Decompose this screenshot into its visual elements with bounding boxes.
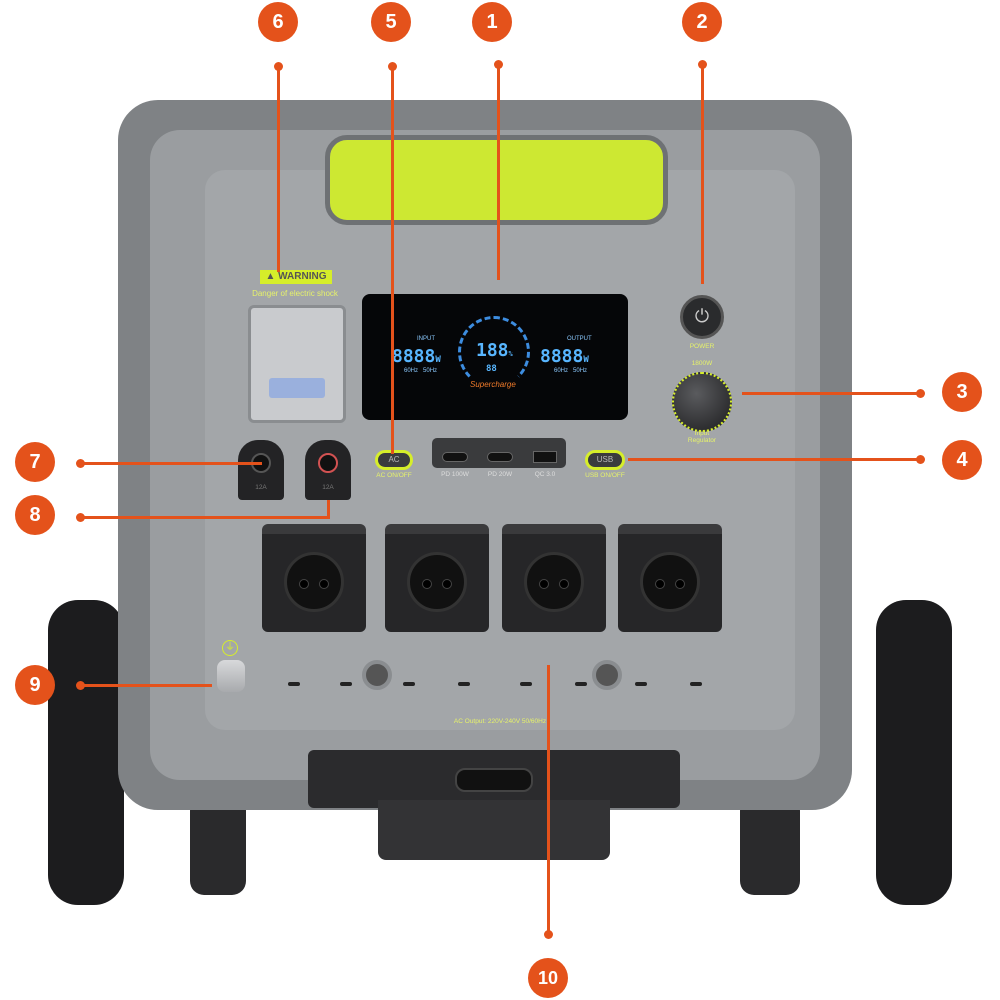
callout-line-6 [277, 66, 280, 272]
callout-4: 4 [942, 440, 982, 480]
right-wheel [876, 600, 952, 905]
connector-label: 12A [255, 484, 267, 491]
left-foot [190, 805, 246, 895]
output-value: 8888W [540, 346, 589, 367]
input-regulator-knob[interactable] [672, 372, 732, 432]
ac-output-spec: AC Output: 220V-240V 50/60Hz [453, 718, 547, 725]
callout-3: 3 [942, 372, 982, 412]
circuit-breaker[interactable] [248, 305, 346, 423]
usb-c-port-pd100[interactable] [442, 452, 468, 462]
mount-screw-left [362, 660, 392, 690]
warning-subtitle: Danger of electric shock [252, 289, 338, 298]
ac-button[interactable]: AC [375, 450, 413, 470]
handle-latch[interactable] [455, 768, 533, 792]
callout-10: 10 [528, 958, 568, 998]
battery-value: 188% [476, 340, 513, 361]
output-freq: 60Hz 50Hz [554, 368, 588, 374]
callout-line-8 [80, 516, 330, 519]
callout-7: 7 [15, 442, 55, 482]
callout-line-4 [628, 458, 920, 461]
callout-line-10 [547, 665, 550, 935]
callout-line-8b [327, 500, 330, 519]
top-handle[interactable] [325, 135, 668, 225]
ac-outlet-3[interactable] [502, 524, 606, 632]
callout-8: 8 [15, 495, 55, 535]
lcd-display: INPUT 8888W 60Hz 50Hz 188% 88 Supercharg… [362, 294, 628, 420]
usb-label: USB ON/OFF [585, 472, 625, 479]
ac-label: AC ON/OFF [376, 472, 412, 479]
callout-line-5 [391, 66, 394, 454]
callout-dot [388, 62, 397, 71]
input-freq: 60Hz 50Hz [404, 368, 438, 374]
battery-ring [458, 316, 530, 388]
vent-slot [340, 682, 352, 686]
vent-slot [520, 682, 532, 686]
callout-dot [76, 513, 85, 522]
callout-dot [698, 60, 707, 69]
callout-dot [544, 930, 553, 939]
callout-1: 1 [472, 2, 512, 42]
warning-title: WARNING [278, 271, 327, 282]
callout-dot [916, 455, 925, 464]
vent-slot [288, 682, 300, 686]
callout-dot [274, 62, 283, 71]
power-icon: ⏻ [694, 306, 710, 326]
bottom-handle-base [378, 800, 610, 860]
power-label: POWER [689, 343, 715, 350]
vent-slot [690, 682, 702, 686]
breaker-switch[interactable] [269, 378, 325, 398]
ground-icon: ⏚ [222, 640, 238, 656]
port-label: QC 3.0 [534, 471, 556, 478]
input-value: 8888W [392, 346, 441, 367]
dc-connector-right[interactable]: 12A [305, 440, 351, 500]
callout-dot [76, 681, 85, 690]
port-label: PD 100W [441, 471, 469, 478]
callout-9: 9 [15, 665, 55, 705]
power-button[interactable]: ⏻ [680, 295, 724, 339]
callout-5: 5 [371, 2, 411, 42]
ac-outlet-1[interactable] [262, 524, 366, 632]
callout-dot [494, 60, 503, 69]
regulator-max-label: 1800W [691, 360, 713, 367]
warning-badge: ▲ WARNING [260, 270, 332, 284]
callout-line-1 [497, 62, 500, 280]
callout-line-7 [80, 462, 262, 465]
dc-connector-left[interactable]: 12A [238, 440, 284, 500]
supercharge-label: Supercharge [470, 380, 516, 389]
callout-line-2 [701, 62, 704, 284]
callout-dot [916, 389, 925, 398]
mount-screw-right [592, 660, 622, 690]
callout-dot [76, 459, 85, 468]
input-label: INPUT [417, 336, 435, 342]
callout-line-9 [80, 684, 212, 687]
usb-c-port-pd20[interactable] [487, 452, 513, 462]
ac-outlet-4[interactable] [618, 524, 722, 632]
usb-button[interactable]: USB [585, 450, 625, 470]
time-remaining: 88 [486, 364, 497, 374]
callout-line-3 [742, 392, 920, 395]
vent-slot [403, 682, 415, 686]
callout-6: 6 [258, 2, 298, 42]
vent-slot [458, 682, 470, 686]
ac-outlet-2[interactable] [385, 524, 489, 632]
callout-2: 2 [682, 2, 722, 42]
vent-slot [635, 682, 647, 686]
left-wheel [48, 600, 124, 905]
vent-slot [575, 682, 587, 686]
connector-socket [318, 453, 338, 473]
output-label: OUTPUT [567, 336, 592, 342]
grounding-terminal[interactable] [217, 660, 245, 692]
connector-label: 12A [322, 484, 334, 491]
usb-a-port-qc[interactable] [533, 451, 557, 463]
port-label: PD 20W [487, 471, 513, 478]
right-foot [740, 805, 800, 895]
regulator-label: Input Regulator [687, 430, 717, 444]
